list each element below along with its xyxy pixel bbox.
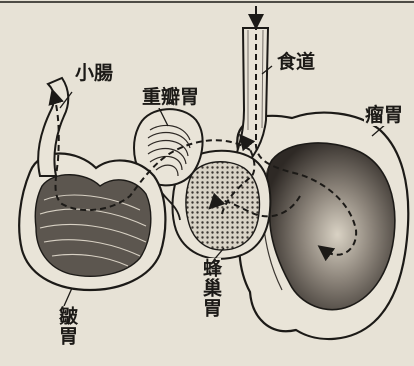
- label-reticulum: 蜂巢胃: [199, 258, 221, 318]
- label-abomasum: 皺胃: [55, 306, 77, 346]
- label-rumen: 瘤胃: [364, 106, 404, 126]
- label-small-intestine: 小腸: [74, 64, 114, 84]
- label-omasum: 重瓣胃: [141, 88, 200, 108]
- label-esophagus: 食道: [276, 53, 316, 73]
- reticulum-honeycomb: [186, 162, 260, 250]
